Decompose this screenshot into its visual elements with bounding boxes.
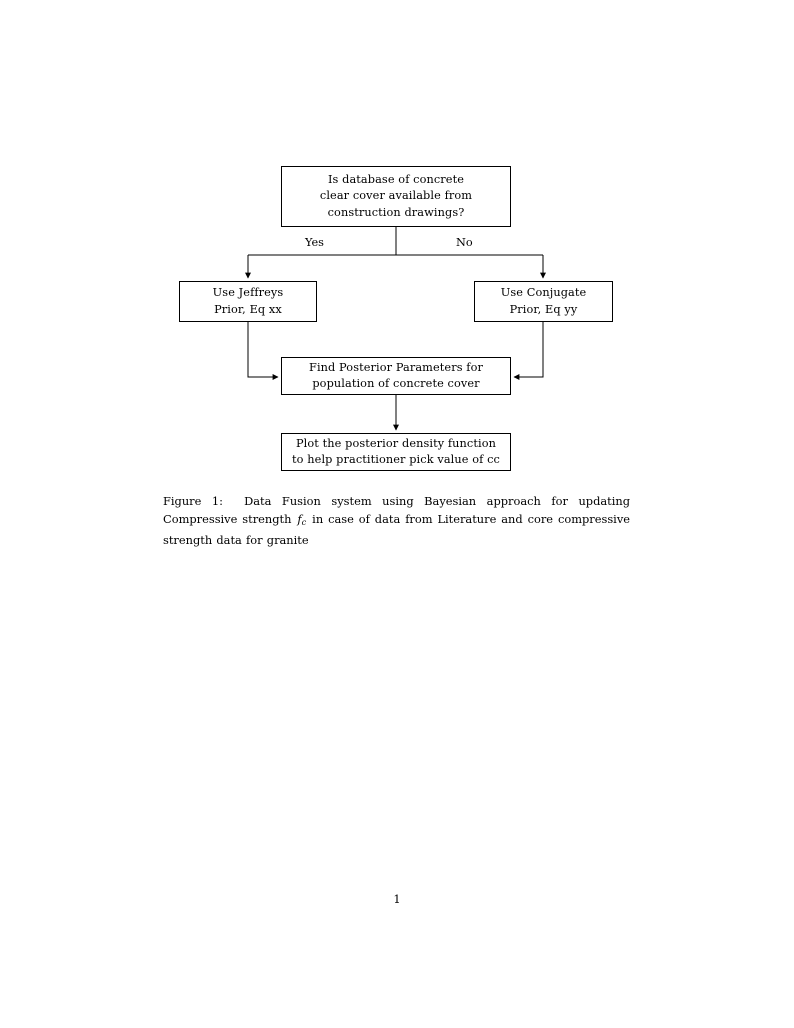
flowchart-connectors (245, 227, 546, 431)
caption-text-part-1: Data Fusion system using Bayesian approa… (163, 494, 631, 527)
caption-math-symbol: fc (296, 512, 307, 528)
caption-label: Figure 1: (163, 494, 223, 508)
node-plot-line-2: to help practitioner pick value of cc (292, 453, 500, 466)
process-box-plot-posterior-density[interactable]: Plot the posterior density function to h… (281, 433, 511, 471)
node-question-line-3: construction drawings? (327, 205, 465, 219)
process-box-find-posterior-parameters[interactable]: Find Posterior Parameters for population… (281, 357, 511, 395)
edge-jeffreys-to-posterior (247, 322, 279, 380)
process-box-conjugate-prior[interactable]: Use Conjugate Prior, Eq yy (474, 281, 613, 322)
node-conjugate-line-2: Prior, Eq yy (509, 302, 578, 316)
figure-caption: Figure 1: Data Fusion system using Bayes… (163, 492, 630, 550)
node-conjugate-line-1: Use Conjugate (500, 286, 587, 299)
caption-text-part-2: in case of data from Literature and core… (163, 512, 630, 548)
page-number: 1 (393, 892, 401, 906)
node-question-line-2: clear cover available from (319, 189, 473, 203)
node-jeffreys-line-1: Use Jeffreys (212, 286, 284, 299)
edge-label-no: No (456, 236, 473, 249)
node-question-line-1: Is database of concrete (327, 172, 465, 186)
node-plot-line-1: Plot the posterior density function (295, 436, 496, 450)
node-posterior-line-1: Find Posterior Parameters for (309, 360, 483, 374)
edge-label-yes: Yes (305, 236, 324, 249)
decision-box-database-available[interactable]: Is database of concrete clear cover avai… (281, 166, 511, 227)
process-box-jeffreys-prior[interactable]: Use Jeffreys Prior, Eq xx (179, 281, 317, 322)
figure-flowchart: Is database of concrete clear cover avai… (0, 0, 794, 490)
caption-symbol-subscript: c (301, 517, 307, 528)
node-posterior-line-2: population of concrete cover (312, 377, 480, 390)
edge-conjugate-to-posterior (513, 322, 544, 380)
node-jeffreys-line-2: Prior, Eq xx (214, 302, 282, 316)
caption-symbol-base: f (297, 512, 302, 527)
